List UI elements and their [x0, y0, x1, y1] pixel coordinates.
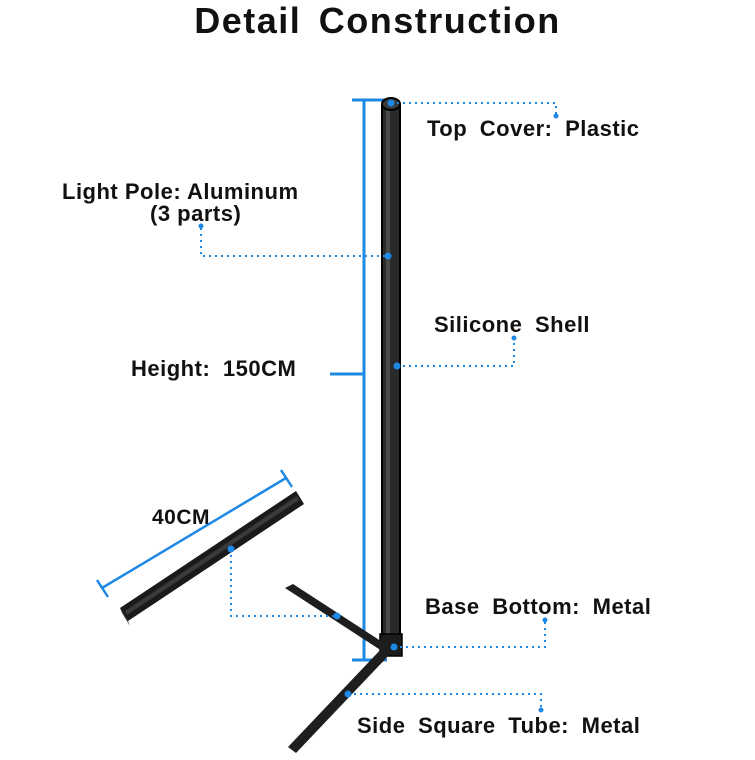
dot-top-cover-end [553, 113, 559, 119]
tube-end [120, 608, 130, 626]
callout-leaders [200, 102, 557, 708]
height-dimension [330, 98, 387, 662]
label-light-pole: Light Pole: Aluminum [62, 179, 299, 204]
length-dim-left-tick [95, 579, 110, 598]
label-side-tube: Side Square Tube: Metal [357, 713, 641, 738]
label-light-pole-parts: (3 parts) [150, 201, 242, 226]
side-tube-front [288, 646, 392, 753]
pole-shaft [381, 101, 401, 651]
dot-length-end [333, 612, 341, 620]
leader-side-tube [348, 693, 542, 708]
leader-length [230, 549, 337, 617]
leader-top-cover [391, 102, 557, 114]
tube-highlight [125, 496, 299, 615]
leader-light-pole [200, 228, 388, 257]
dot-length [227, 545, 235, 553]
detached-square-tube [120, 491, 304, 626]
leader-silicone-shell [397, 340, 515, 367]
pole-highlight [386, 104, 390, 648]
dot-base-bottom-end [542, 617, 548, 623]
length-dim-right-tick [279, 469, 294, 488]
label-base-bottom: Base Bottom: Metal [425, 594, 652, 619]
dot-light-pole-end [198, 223, 204, 229]
dot-light-pole [384, 252, 392, 260]
light-pole [379, 97, 403, 657]
label-length: 40CM [152, 506, 211, 529]
label-height: Height: 150CM [131, 356, 297, 381]
page-title: Detail Construction [194, 0, 561, 41]
dot-silicone-shell-end [511, 335, 517, 341]
length-dim-line [101, 476, 287, 590]
dot-silicone-shell [393, 362, 401, 370]
leader-base-bottom [394, 622, 546, 648]
dot-side-tube [344, 690, 352, 698]
label-silicone-shell: Silicone Shell [434, 312, 591, 337]
dot-top-cover [387, 99, 395, 107]
length-dimension [95, 469, 294, 598]
callout-dots [198, 99, 559, 713]
dot-base-bottom [390, 643, 398, 651]
dot-side-tube-end [538, 707, 544, 713]
label-top-cover: Top Cover: Plastic [427, 116, 640, 141]
